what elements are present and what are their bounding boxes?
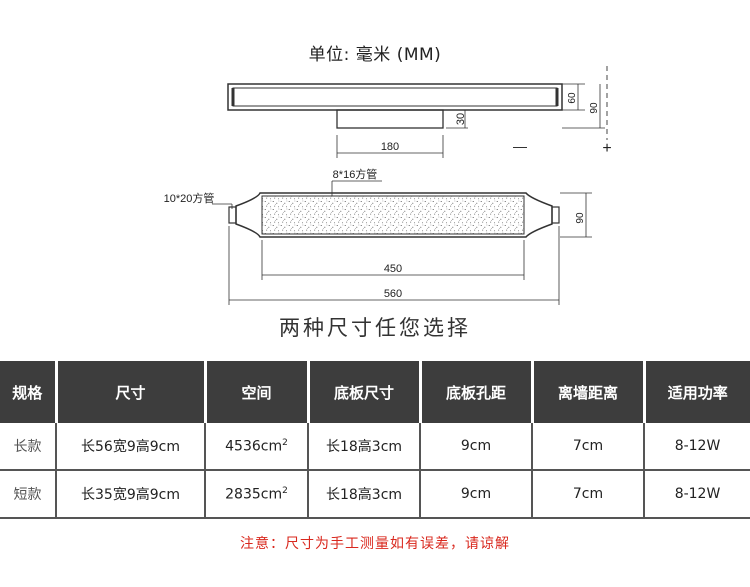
spec-table: 规格 尺寸 空间 底板尺寸 底板孔距 离墙距离 适用功率 长款 长56宽9高9c…	[0, 361, 750, 519]
technical-drawing: 180 30 60 90 — +	[164, 66, 612, 305]
cell-plate: 长18高3cm	[308, 423, 421, 471]
label-outer-tube: 10*20方管	[164, 191, 215, 205]
cell-name: 长款	[0, 423, 57, 471]
header-spec: 规格	[0, 361, 58, 423]
dim-inner-length: 450	[384, 263, 402, 275]
unit-title: 单位: 毫米 (MM)	[308, 45, 442, 65]
cell-space: 4536cm2	[205, 423, 309, 471]
dim-mount-height: 30	[455, 113, 467, 125]
cell-size: 长56宽9高9cm	[56, 423, 206, 471]
plus-mark: +	[602, 140, 611, 157]
cell-name: 短款	[0, 470, 57, 519]
cell-space-sup: 2	[282, 437, 288, 448]
top-body-outline	[235, 192, 553, 238]
cell-plate: 长18高3cm	[308, 470, 421, 519]
header-plate-size: 底板尺寸	[308, 361, 422, 423]
label-inner-tube: 8*16方管	[333, 167, 378, 181]
cell-hole: 9cm	[420, 423, 533, 471]
side-mount-plate	[336, 109, 444, 129]
header-power: 适用功率	[644, 361, 750, 423]
table-row: 短款 长35宽9高9cm 2835cm2 长18高3cm 9cm 7cm 8-1…	[0, 470, 750, 519]
dim-body-height: 60	[567, 92, 578, 104]
top-end-tube-left	[228, 206, 237, 224]
cell-space-sup: 2	[282, 485, 288, 496]
header-size: 尺寸	[56, 361, 207, 423]
cell-hole: 9cm	[420, 470, 533, 519]
cell-space: 2835cm2	[205, 470, 309, 519]
top-end-tube-right	[551, 206, 560, 224]
side-view	[227, 66, 608, 158]
header-wall-distance: 离墙距离	[532, 361, 646, 423]
table-row: 长款 长56宽9高9cm 4536cm2 长18高3cm 9cm 7cm 8-1…	[0, 423, 750, 471]
minus-mark: —	[513, 138, 527, 154]
dim-width: 90	[575, 212, 586, 224]
cell-size: 长35宽9高9cm	[56, 470, 206, 519]
dim-total-length: 560	[384, 288, 402, 300]
side-body-inner	[232, 87, 558, 107]
top-view	[212, 180, 592, 305]
cell-wall: 7cm	[532, 470, 645, 519]
subtitle: 两种尺寸任您选择	[279, 316, 471, 340]
disclaimer-note: 注意：尺寸为手工测量如有误差，请谅解	[240, 536, 510, 552]
dim-mount-width: 180	[381, 141, 399, 153]
cell-space-value: 2835cm	[225, 486, 283, 503]
cell-space-value: 4536cm	[225, 438, 283, 455]
dim-total-height: 90	[589, 102, 600, 114]
table-header-row: 规格 尺寸 空间 底板尺寸 底板孔距 离墙距离 适用功率	[0, 361, 750, 423]
cell-power: 8-12W	[644, 470, 750, 519]
header-hole-spacing: 底板孔距	[420, 361, 534, 423]
top-diffuser	[261, 195, 525, 235]
header-space: 空间	[205, 361, 310, 423]
cell-wall: 7cm	[532, 423, 645, 471]
cell-power: 8-12W	[644, 423, 750, 471]
